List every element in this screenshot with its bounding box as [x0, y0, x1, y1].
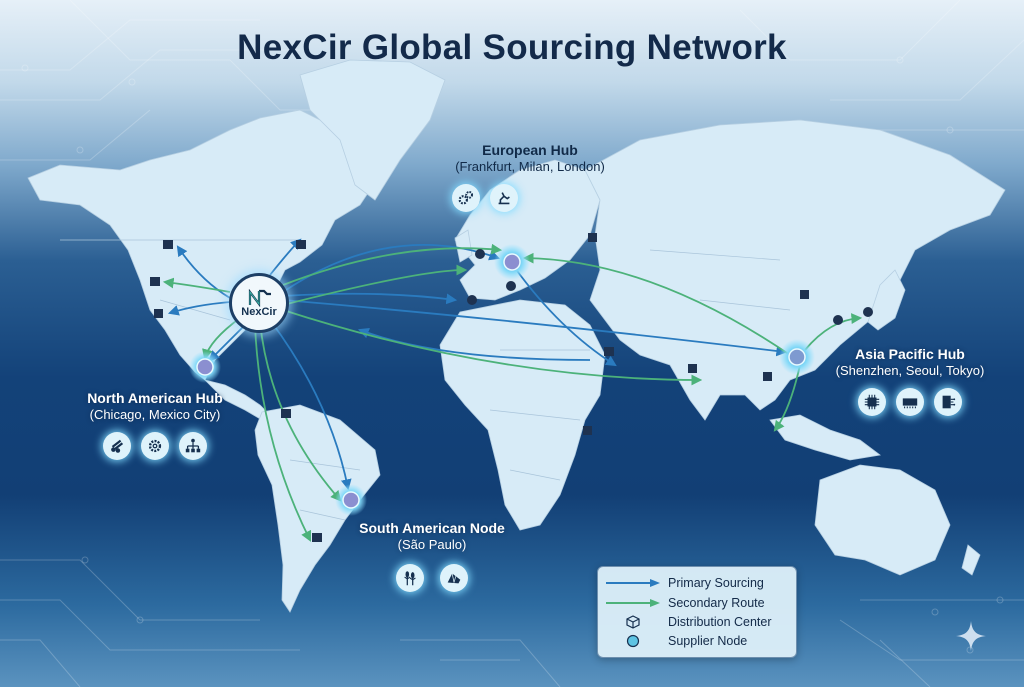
logo-text: NexCir: [241, 305, 277, 318]
hub-label-south-america: South American Node (São Paulo): [352, 520, 512, 592]
hub-cities: (Chicago, Mexico City): [89, 407, 221, 422]
japan-landmass: [867, 269, 906, 331]
north-america-landmass: [27, 109, 381, 381]
map-legend: Primary Sourcing Secondary Route Distrib…: [597, 566, 797, 658]
distribution-center-markers: [150, 233, 873, 542]
blue-arrow-icon: [606, 579, 660, 587]
legend-label: Supplier Node: [668, 634, 748, 648]
box-icon: [626, 615, 640, 629]
sparkle-icon: [956, 621, 986, 651]
legend-item-primary-sourcing: Primary Sourcing: [598, 573, 796, 593]
page-title: NexCir Global Sourcing Network: [237, 28, 787, 67]
hub-label-north-america: North American Hub (Chicago, Mexico City…: [55, 390, 255, 460]
org-chart-icon[interactable]: [179, 432, 207, 460]
hub-cities: (Frankfurt, Milan, London): [455, 159, 605, 174]
legend-item-supplier-node: Supplier Node: [598, 631, 796, 651]
hub-cities: (Shenzhen, Seoul, Tokyo): [835, 363, 985, 378]
supplier-nodes: [189, 244, 815, 516]
green-arrow-icon: [606, 599, 660, 607]
hub-name: North American Hub: [87, 390, 223, 406]
wheat-crops-icon[interactable]: [396, 564, 424, 592]
legend-label: Primary Sourcing: [668, 576, 764, 590]
new-zealand-landmass: [961, 544, 981, 576]
southeast-asia-islands: [769, 414, 881, 461]
nexcir-n-logo-icon: [248, 288, 271, 307]
logs-timber-icon[interactable]: [103, 432, 131, 460]
hub-name: South American Node: [359, 520, 505, 536]
legend-item-secondary-route: Secondary Route: [598, 593, 796, 613]
hub-label-asia-pacific: Asia Pacific Hub (Shenzhen, Seoul, Tokyo…: [825, 346, 995, 416]
robotic-arm-icon[interactable]: [490, 184, 518, 212]
hub-name: Asia Pacific Hub: [855, 346, 965, 362]
nexcir-logo-node[interactable]: NexCir: [229, 273, 289, 333]
legend-item-distribution-center: Distribution Center: [598, 612, 796, 632]
hub-cities: (São Paulo): [397, 537, 467, 552]
south-america-landmass: [254, 404, 381, 613]
greenland-landmass: [299, 59, 446, 201]
ore-mineral-icon[interactable]: [440, 564, 468, 592]
gears-icon[interactable]: [452, 184, 480, 212]
legend-label: Distribution Center: [668, 615, 772, 629]
microchip-icon[interactable]: [858, 388, 886, 416]
australia-landmass: [814, 464, 951, 576]
gear-icon[interactable]: [141, 432, 169, 460]
hub-name: European Hub: [482, 142, 578, 158]
supplier-dot-icon: [626, 634, 640, 648]
uk-landmass: [454, 229, 473, 263]
africa-landmass: [439, 299, 606, 531]
legend-label: Secondary Route: [668, 596, 765, 610]
circuit-board-icon[interactable]: [934, 388, 962, 416]
hub-label-europe: European Hub (Frankfurt, Milan, London): [430, 142, 630, 212]
asia-landmass: [584, 119, 1006, 421]
memory-module-icon[interactable]: [896, 388, 924, 416]
